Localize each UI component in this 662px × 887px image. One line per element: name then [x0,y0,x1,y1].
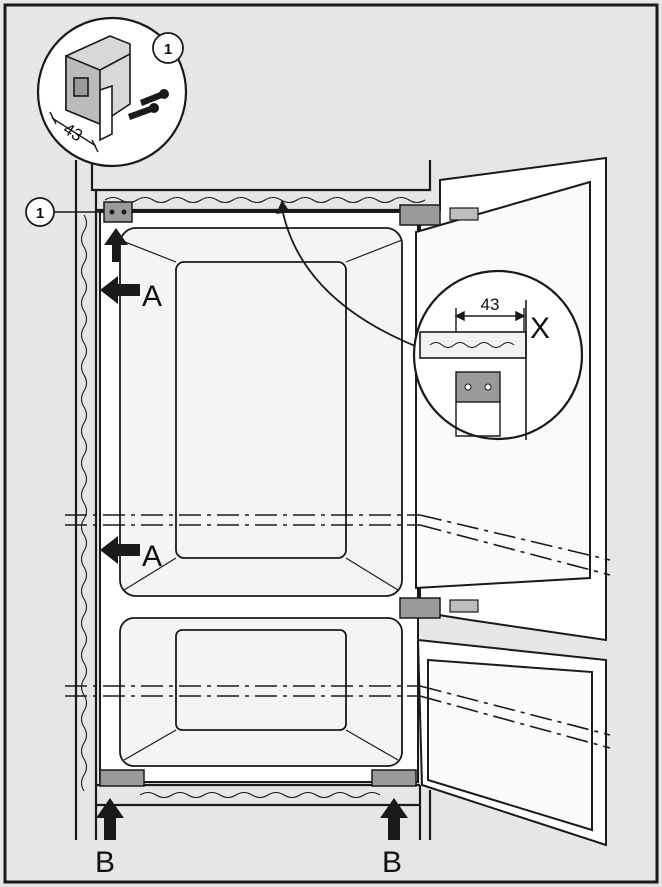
bracket-bottom-right [371,769,417,787]
wood-grain-top [104,196,426,204]
callout-side: 1 [25,197,104,227]
wood-grain-bottom [139,791,381,799]
label-b-left: B [95,846,115,879]
appliance-door [415,156,607,847]
cabinet-niche [74,160,432,840]
bracket-top-left [103,201,133,223]
zoom-leader-arrowhead [276,200,290,214]
label-b-right: B [382,846,402,879]
label-a-upper: A [142,280,162,313]
zoom-dimension: 43 [481,295,500,314]
arrow-a-lower [100,536,140,564]
zoom-leader-line [281,207,421,349]
outer-border [3,3,659,884]
appliance-body [99,211,419,783]
label-a-lower: A [142,540,162,573]
freezer-compartment [119,617,403,767]
break-lines [65,514,611,749]
bracket-bottom-left [99,769,145,787]
zoom-dimension-line [454,308,526,332]
arrow-b-right [380,798,408,840]
arrow-a-upper [100,276,140,304]
bracket-detail-inset: 43 1 [36,16,188,168]
arrow-up-bracket [104,228,128,262]
inset-dimension-line [49,111,99,153]
callout-side-number: 1 [36,205,44,222]
callout-top-number: 1 [164,41,172,58]
fridge-compartment [119,227,403,597]
wood-grain-left [80,214,88,792]
arrow-b-left [96,798,124,840]
hinge-top [399,204,479,226]
hinge-middle [399,597,479,619]
zoom-detail-inset: 43 X [412,269,584,441]
screws-icon [128,89,169,120]
fridge-back-panel [175,261,347,559]
freezer-back-panel [175,629,347,731]
zoom-marker-x: X [530,312,550,345]
